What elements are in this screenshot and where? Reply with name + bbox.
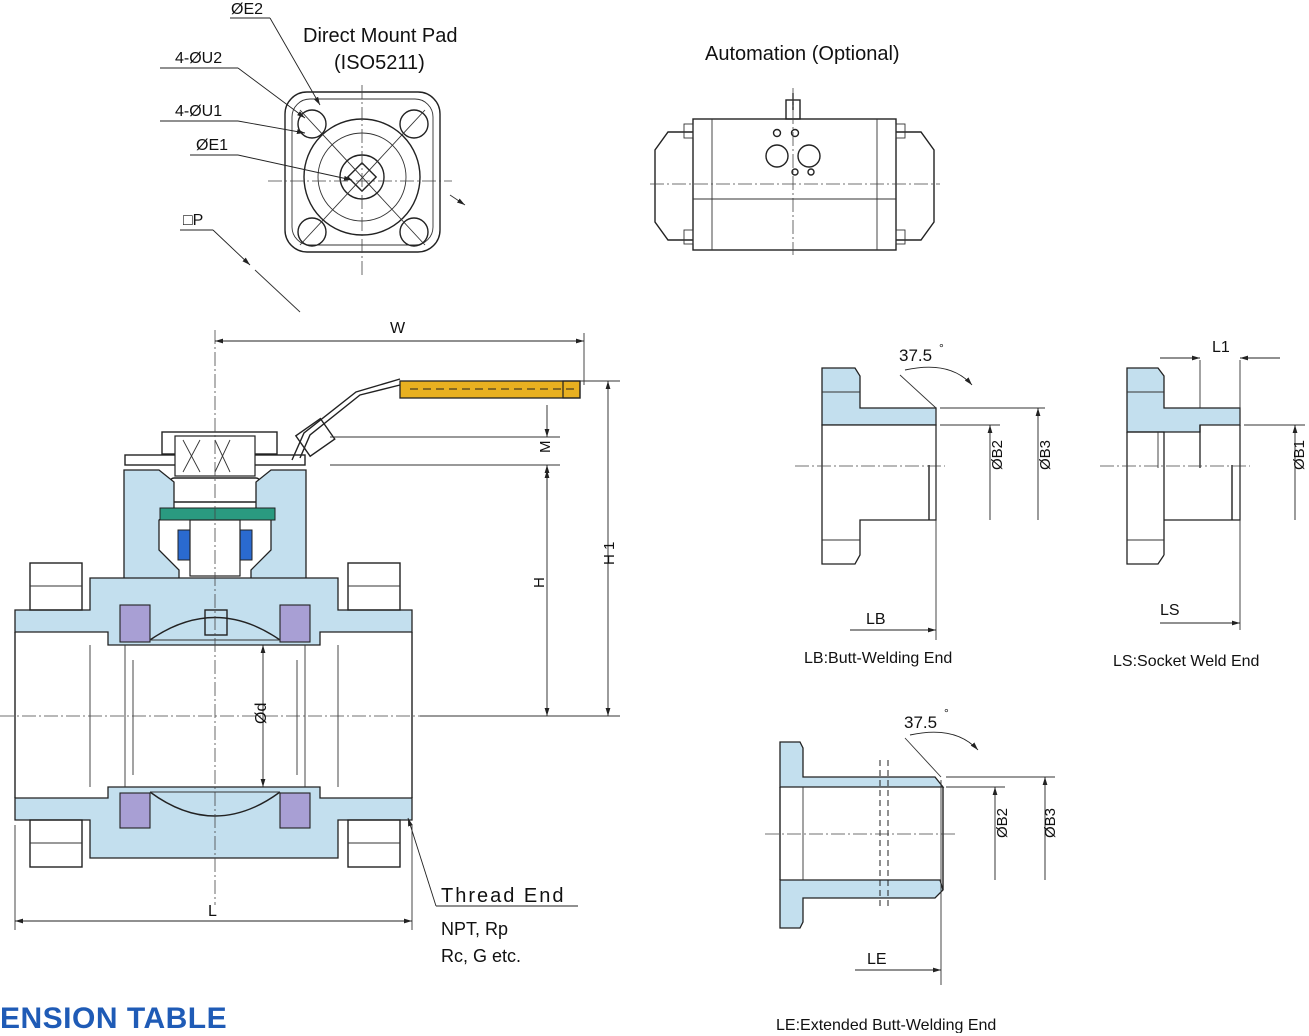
- label-angle-2: 37.5: [904, 713, 937, 732]
- label-d: Ød: [253, 703, 270, 724]
- label-e2: ØE2: [231, 1, 263, 18]
- label-l1: L1: [1212, 339, 1230, 356]
- label-thread-types-1: NPT, Rp: [441, 919, 508, 939]
- label-le-caption: LE:Extended Butt-Welding End: [776, 1017, 996, 1033]
- label-m: M: [537, 441, 554, 454]
- label-direct-mount-pad: Direct Mount Pad: [303, 25, 458, 47]
- label-w: W: [390, 320, 406, 337]
- label-ls: LS: [1160, 602, 1180, 619]
- label-lb: LB: [866, 611, 886, 628]
- label-h1: H 1: [601, 542, 618, 565]
- label-automation: Automation (Optional): [705, 43, 900, 65]
- valve-dimensions: [14, 333, 620, 930]
- section-title: ENSION TABLE: [0, 1002, 228, 1035]
- label-b1: ØB1: [1291, 440, 1308, 470]
- label-b2-a: ØB2: [989, 440, 1006, 470]
- label-h: H: [531, 577, 548, 588]
- extended-weld-end-view: [765, 731, 1055, 985]
- label-b3-a: ØB3: [1037, 440, 1054, 470]
- mount-pad-view: [160, 17, 466, 313]
- label-angle-1: 37.5: [899, 346, 932, 365]
- label-b2-b: ØB2: [994, 808, 1011, 838]
- label-u1: 4-ØU1: [175, 103, 222, 120]
- label-le: LE: [867, 951, 887, 968]
- valve-section: [0, 330, 581, 905]
- label-thread-types-2: Rc, G etc.: [441, 946, 521, 966]
- butt-weld-end-view: [795, 366, 1045, 640]
- label-thread-end: Thread End: [441, 885, 566, 907]
- label-e1: ØE1: [196, 137, 228, 154]
- label-b3-b: ØB3: [1042, 808, 1059, 838]
- label-iso5211: (ISO5211): [334, 52, 425, 74]
- label-ls-caption: LS:Socket Weld End: [1113, 653, 1259, 670]
- label-u2: 4-ØU2: [175, 50, 222, 67]
- socket-weld-end-view: [1100, 355, 1305, 630]
- label-p: □P: [183, 212, 203, 229]
- actuator-view: [650, 88, 940, 255]
- label-degree-2: °: [944, 706, 949, 720]
- label-lb-caption: LB:Butt-Welding End: [804, 650, 952, 667]
- label-degree-1: °: [939, 341, 944, 355]
- label-l: L: [208, 903, 217, 920]
